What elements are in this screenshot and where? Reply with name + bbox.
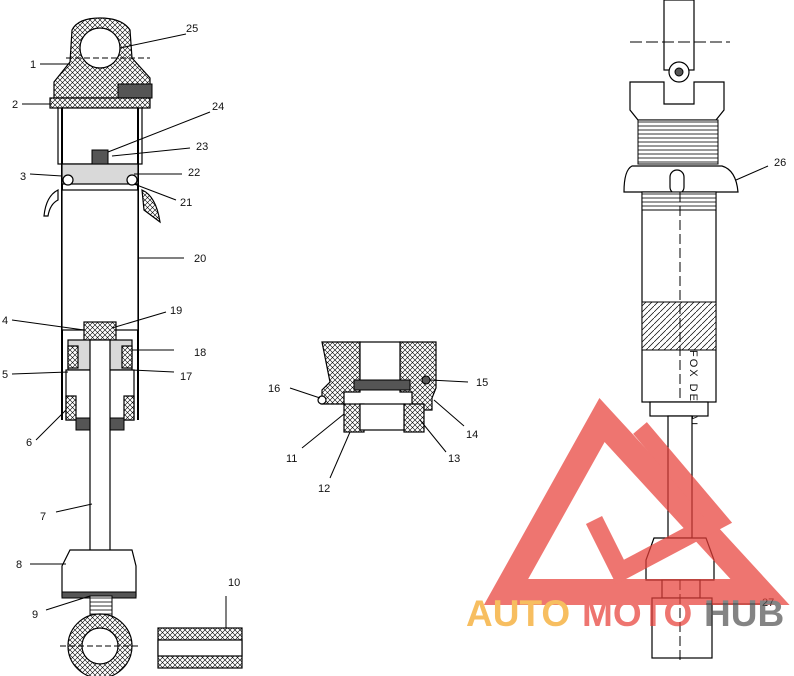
callout-7: 7 <box>40 511 46 523</box>
callout-14: 14 <box>466 429 478 441</box>
sectioned-shock <box>43 17 243 676</box>
callout-8: 8 <box>16 559 22 571</box>
callout-1: 1 <box>30 59 36 71</box>
body-cap <box>49 97 151 109</box>
callout-9: 9 <box>32 609 38 621</box>
callout-22: 22 <box>188 167 200 179</box>
callout-12: 12 <box>318 483 330 495</box>
main-piston <box>83 321 117 343</box>
seal-head-detail <box>317 341 437 433</box>
automotohub-watermark: AUTO MOTO HUB <box>466 397 790 634</box>
watermark-moto: MOTO <box>582 593 692 634</box>
eyelet-valve <box>117 83 153 99</box>
watermark-auto: AUTO <box>466 593 570 634</box>
callout-24: 24 <box>212 101 224 113</box>
callout-17: 17 <box>180 371 192 383</box>
callout-20: 20 <box>194 253 206 265</box>
callout-2: 2 <box>12 99 18 111</box>
callout-13: 13 <box>448 453 460 465</box>
callout-16: 16 <box>268 383 280 395</box>
callout-15: 15 <box>476 377 488 389</box>
callout-21: 21 <box>180 197 192 209</box>
watermark-hub: HUB <box>704 593 784 634</box>
shaft <box>89 339 111 569</box>
eyelet-bore <box>79 27 121 69</box>
callout-11: 11 <box>286 453 297 465</box>
callout-25: 25 <box>186 23 198 35</box>
watermark-triangle-outer <box>483 397 790 605</box>
upper-spring-seat-left <box>43 189 59 217</box>
external-body <box>641 191 717 403</box>
callout-19: 19 <box>170 305 182 317</box>
callout-4: 4 <box>2 315 8 327</box>
shock-body <box>61 189 139 331</box>
callout-10: 10 <box>228 577 240 589</box>
callout-labels: 1 2 3 4 5 6 7 8 9 10 11 12 13 14 15 16 1… <box>2 23 786 621</box>
lower-eyelet-body <box>61 549 137 597</box>
callout-23: 23 <box>196 141 208 153</box>
watermark-triangle-inner <box>585 422 733 585</box>
callout-18: 18 <box>194 347 206 359</box>
callout-6: 6 <box>26 437 32 449</box>
callout-26: 26 <box>774 157 786 169</box>
lower-thread <box>89 595 113 617</box>
upper-spring-seat-right <box>141 189 161 224</box>
callout-5: 5 <box>2 369 8 381</box>
callout-3: 3 <box>20 171 26 183</box>
lower-stud <box>651 597 713 659</box>
